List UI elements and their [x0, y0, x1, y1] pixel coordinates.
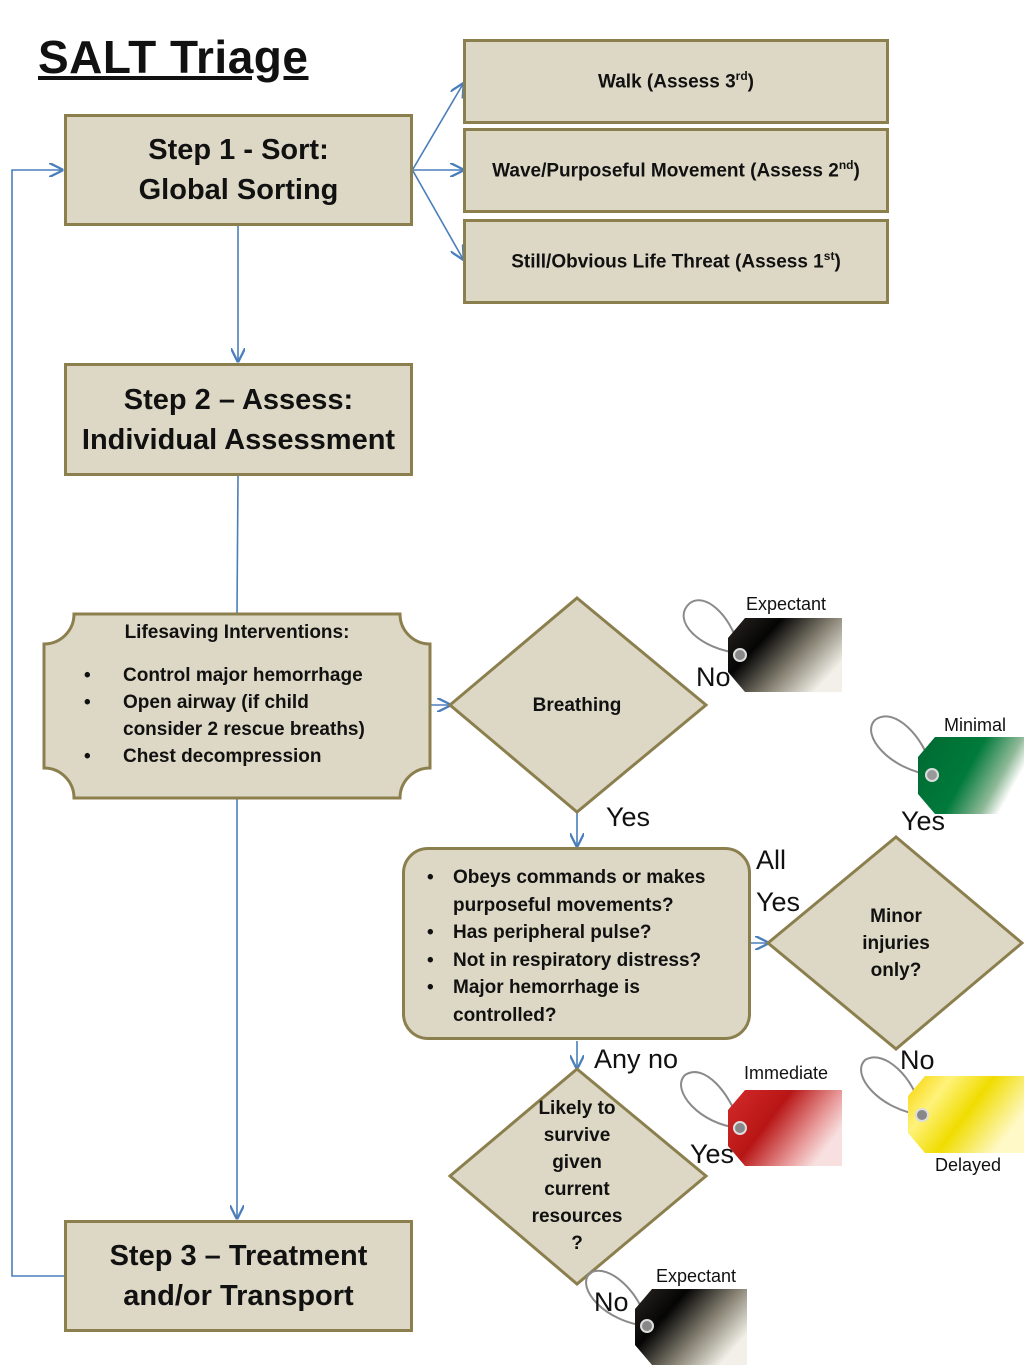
list-item: Not in respiratory distress?: [427, 947, 748, 975]
minor-injuries-label: Minor injuries only?: [836, 903, 956, 984]
tag-minimal: [870, 715, 1024, 814]
list-item: Major hemorrhage is controlled?: [427, 974, 748, 1029]
tag-label-immediate: Immediate: [744, 1063, 829, 1083]
still-text: Still/Obvious Life Threat (Assess 1st): [511, 249, 841, 273]
survive-line: Likely to: [538, 1098, 616, 1119]
tag-delayed: [860, 1056, 1024, 1153]
label-no-minor: No: [900, 1045, 935, 1075]
list-item: Chest decompression: [78, 743, 430, 770]
label-any-no: Any no: [594, 1044, 679, 1074]
survive-diamond: [447, 1067, 709, 1286]
step2-box: Step 2 – Assess: Individual Assessment: [64, 363, 413, 476]
list-item: Has peripheral pulse?: [427, 919, 748, 947]
still-box: Still/Obvious Life Threat (Assess 1st): [463, 219, 889, 304]
lifesaving-box: Lifesaving Interventions: Control major …: [44, 620, 430, 770]
minor-line: Minor: [870, 906, 922, 927]
arrow-to-walk: [412, 84, 463, 170]
list-item: Control major hemorrhage: [78, 662, 430, 689]
wave-text: Wave/Purposeful Movement (Assess 2nd): [492, 158, 860, 182]
page-title: SALT Triage: [38, 31, 309, 83]
assessment-list: Obeys commands or makes purposeful movem…: [405, 864, 748, 1029]
minor-line: only?: [870, 960, 922, 981]
tag-label-expectant-top: Expectant: [746, 594, 827, 614]
wave-box: Wave/Purposeful Movement (Assess 2nd): [463, 128, 889, 213]
survive-label: Likely to survive given current resource…: [507, 1095, 647, 1257]
walk-box: Walk (Assess 3rd): [463, 39, 889, 124]
walk-text: Walk (Assess 3rd): [598, 69, 754, 93]
label-yes-minor: Yes: [901, 806, 946, 836]
breathing-diamond: [447, 596, 709, 814]
survive-line: current: [544, 1179, 610, 1200]
arrow-to-still: [412, 170, 463, 259]
lifesaving-title: Lifesaving Interventions:: [124, 622, 350, 643]
breathing-label: Breathing: [532, 695, 622, 716]
survive-line: survive: [543, 1125, 611, 1146]
label-all-yes-1: All: [756, 845, 787, 875]
survive-line: given: [552, 1152, 602, 1173]
step1-line2: Global Sorting: [138, 174, 339, 206]
minor-injuries-diamond: [765, 835, 1024, 1051]
list-item: Open airway (if child consider 2 rescue …: [78, 689, 430, 743]
label-all-yes-2: Yes: [756, 887, 801, 917]
list-item: Obeys commands or makes purposeful movem…: [427, 864, 748, 919]
assessment-box: Obeys commands or makes purposeful movem…: [402, 847, 751, 1040]
lifesaving-list: Control major hemorrhage Open airway (if…: [44, 662, 430, 770]
survive-line: ?: [571, 1233, 583, 1254]
tag-label-expectant-bottom: Expectant: [656, 1266, 737, 1286]
tag-label-minimal: Minimal: [944, 715, 1007, 735]
tag-expectant-bottom: [585, 1269, 747, 1365]
connector-lines: [11, 84, 768, 1277]
loop-back-arrow: [11, 170, 64, 1277]
label-yes-survive: Yes: [690, 1139, 735, 1169]
label-no-breathing: No: [696, 662, 731, 692]
label-yes-breathing: Yes: [606, 802, 651, 832]
step3-box: Step 3 – Treatment and/or Transport: [64, 1220, 413, 1332]
step2-line2: Individual Assessment: [81, 423, 396, 456]
tag-label-delayed: Delayed: [935, 1155, 1002, 1175]
step1-box: Step 1 - Sort: Global Sorting: [64, 114, 413, 226]
step3-line2: and/or Transport: [123, 1280, 354, 1312]
step1-line1: Step 1 - Sort:: [148, 134, 329, 166]
tag-immediate: [680, 1071, 842, 1166]
step3-line1: Step 3 – Treatment: [109, 1240, 368, 1272]
survive-line: resources: [531, 1206, 623, 1227]
step2-line1: Step 2 – Assess:: [123, 383, 354, 416]
tag-expectant-top: [682, 599, 842, 692]
line-step2-to-lsi: [236, 475, 239, 614]
minor-line: injuries: [862, 933, 930, 954]
label-no-survive: No: [594, 1287, 629, 1317]
